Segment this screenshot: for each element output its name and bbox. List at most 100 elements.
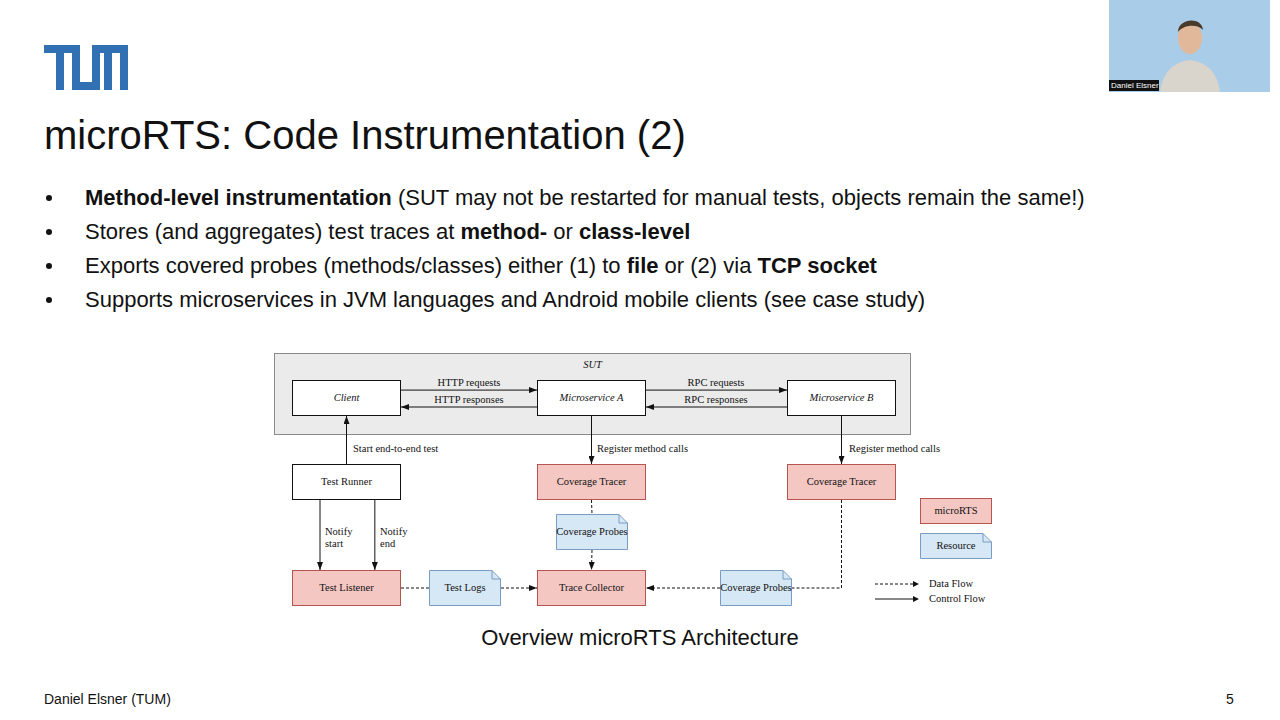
legend-text: Control Flow [929,593,985,605]
person-head [1178,22,1202,54]
webcam [1109,0,1270,92]
person-body [1160,60,1220,92]
arrow-head-sample [913,581,919,587]
resource-shape: Test Logs [429,570,501,606]
data-flow-arrow [792,500,842,588]
node-text: SUT [583,359,602,371]
bullet-text: or [547,219,579,244]
node-text: Coverage Probes [556,526,627,538]
folded-corner [492,571,501,580]
control-flow-arrow [401,390,537,391]
node-text: Test Listener [319,582,373,594]
node-text: Microservice B [809,392,873,404]
process-box: Microservice B [787,380,896,416]
swatch-body [921,534,992,559]
edge-label: HTTP requests [409,377,529,389]
control-flow-arrow [646,390,787,391]
node-text: Test Logs [445,582,486,594]
bullet-text: Stores (and aggregates) test traces at [85,219,460,244]
figure-caption: Overview microRTS Architecture [0,625,1280,651]
legend-swatch: microRTS [920,498,992,524]
logo-part [104,45,112,90]
legend-text: Resource [936,540,975,552]
component-box: Coverage Tracer [537,464,646,500]
footer-author: Daniel Elsner (TUM) [44,691,171,707]
person-hair [1178,20,1203,32]
bullet-dots [46,195,52,303]
arrow-head-sample [913,596,919,602]
legend-item: Resource [920,533,992,559]
node-text: Microservice A [560,392,624,404]
control-flow-arrow [320,500,321,570]
bullet-dot [46,263,52,269]
process-box: Microservice A [537,380,646,416]
resource-body [430,571,501,606]
node-text: Coverage Tracer [807,476,877,488]
legend-item: Data Flow [929,578,973,590]
system-band: SUT Client Microservice A Microservice B [274,353,911,435]
control-flow-arrow [646,407,787,408]
bullet-text: Supports microservices in JVM languages … [85,287,925,312]
name-tag [1109,80,1159,91]
data-flow-arrow [591,550,593,570]
webcam-name: Daniel Elsner [1111,81,1159,91]
folded-corner [983,534,992,543]
solid-line-sample [875,599,913,600]
control-flow-arrow [591,416,592,464]
bullet-text-bold: file [627,253,659,278]
webcam-background [1109,0,1270,92]
resource-shape: Coverage Probes [556,514,628,550]
node-text: Coverage Probes [720,582,791,594]
control-flow-arrow [401,407,537,408]
resource-body [721,571,792,606]
bullet-text: (SUT may not be restarted for manual tes… [392,185,1085,210]
logo-part [44,45,80,53]
legend-text: Data Flow [929,578,973,590]
legend-text: microRTS [934,505,977,517]
logo-part [56,45,64,90]
bullet-line: Stores (and aggregates) test traces at m… [85,219,690,245]
logo-part [92,45,100,85]
data-flow-arrow [401,588,429,589]
logo-part [72,82,100,90]
process-box: Client [292,380,401,416]
edge-label: Register method calls [597,443,688,455]
edge-label: Start end-to-end test [353,443,438,455]
legend-line-samples [875,581,919,602]
legend-item: microRTS [920,498,992,524]
bullet-text-bold: Method-level instrumentation [85,185,392,210]
node-text: Trace Collector [559,582,624,594]
process-box: Test Runner [292,464,401,500]
resource-shape: Coverage Probes [720,570,792,606]
resource-body [557,515,628,550]
component-box: Test Listener [292,570,401,606]
slide-title: microRTS: Code Instrumentation (2) [44,112,686,158]
node-text: Coverage Tracer [557,476,627,488]
control-flow-arrow [841,416,842,464]
dashed-line-sample [875,584,913,585]
bullet-text-bold: class-level [579,219,690,244]
edge-label: Notify end [380,526,410,550]
legend-item: Control Flow [929,593,985,605]
node-text: Test Runner [321,476,372,488]
bullet-dot [46,297,52,303]
data-flow-arrow [591,500,593,514]
page-number: 5 [1226,691,1234,707]
control-flow-arrow [374,500,375,570]
bullet-line: Supports microservices in JVM languages … [85,287,925,313]
edge-label: RPC responses [656,394,776,406]
edge-label: Register method calls [849,443,940,455]
bullet-text: Exports covered probes (methods/classes)… [85,253,627,278]
bullet-text: or (2) via [658,253,757,278]
bullet-text-bold: method- [460,219,547,244]
edge-label: HTTP responses [409,394,529,406]
edge-label: Notify start [325,526,359,550]
tum-logo [44,45,128,90]
component-box: Trace Collector [537,570,646,606]
logo-part [72,45,80,90]
logo-part [92,45,128,53]
node-text: Client [334,392,360,404]
bullet-dot [46,229,52,235]
